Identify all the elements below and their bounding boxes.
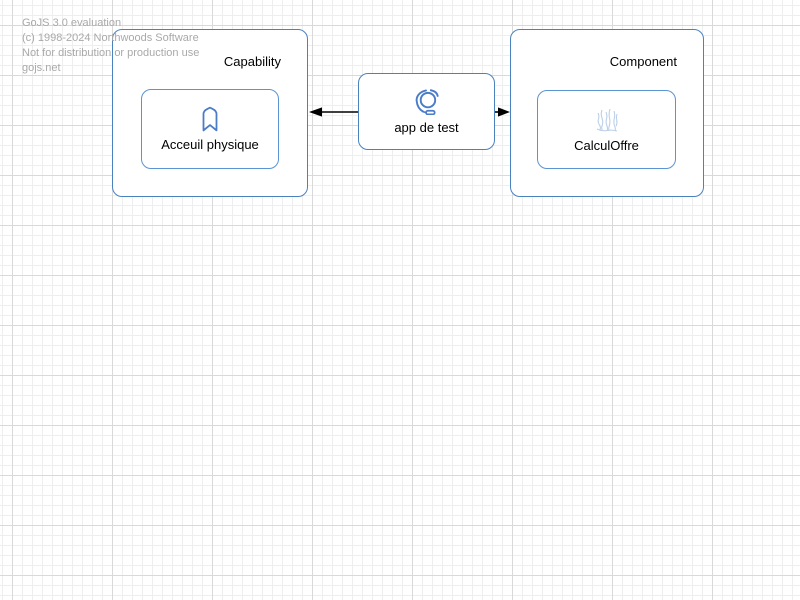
group-component[interactable]: Component CalculOffre [510, 29, 704, 197]
scribble-icon [595, 107, 619, 133]
node-app-de-test[interactable]: app de test [358, 73, 495, 150]
headset-icon [412, 88, 441, 115]
node-calculoffre-label: CalculOffre [574, 137, 639, 153]
group-capability[interactable]: Capability Acceuil physique [112, 29, 308, 197]
node-calculoffre[interactable]: CalculOffre [537, 90, 676, 169]
bookmark-icon [200, 106, 220, 132]
link-app-to-component[interactable] [492, 104, 512, 120]
group-component-title: Component [609, 54, 677, 69]
node-app-de-test-label: app de test [394, 119, 459, 135]
node-acceuil-physique[interactable]: Acceuil physique [141, 89, 279, 169]
group-capability-title: Capability [223, 54, 281, 69]
link-app-to-capability[interactable] [305, 104, 361, 120]
node-acceuil-physique-label: Acceuil physique [161, 137, 259, 152]
